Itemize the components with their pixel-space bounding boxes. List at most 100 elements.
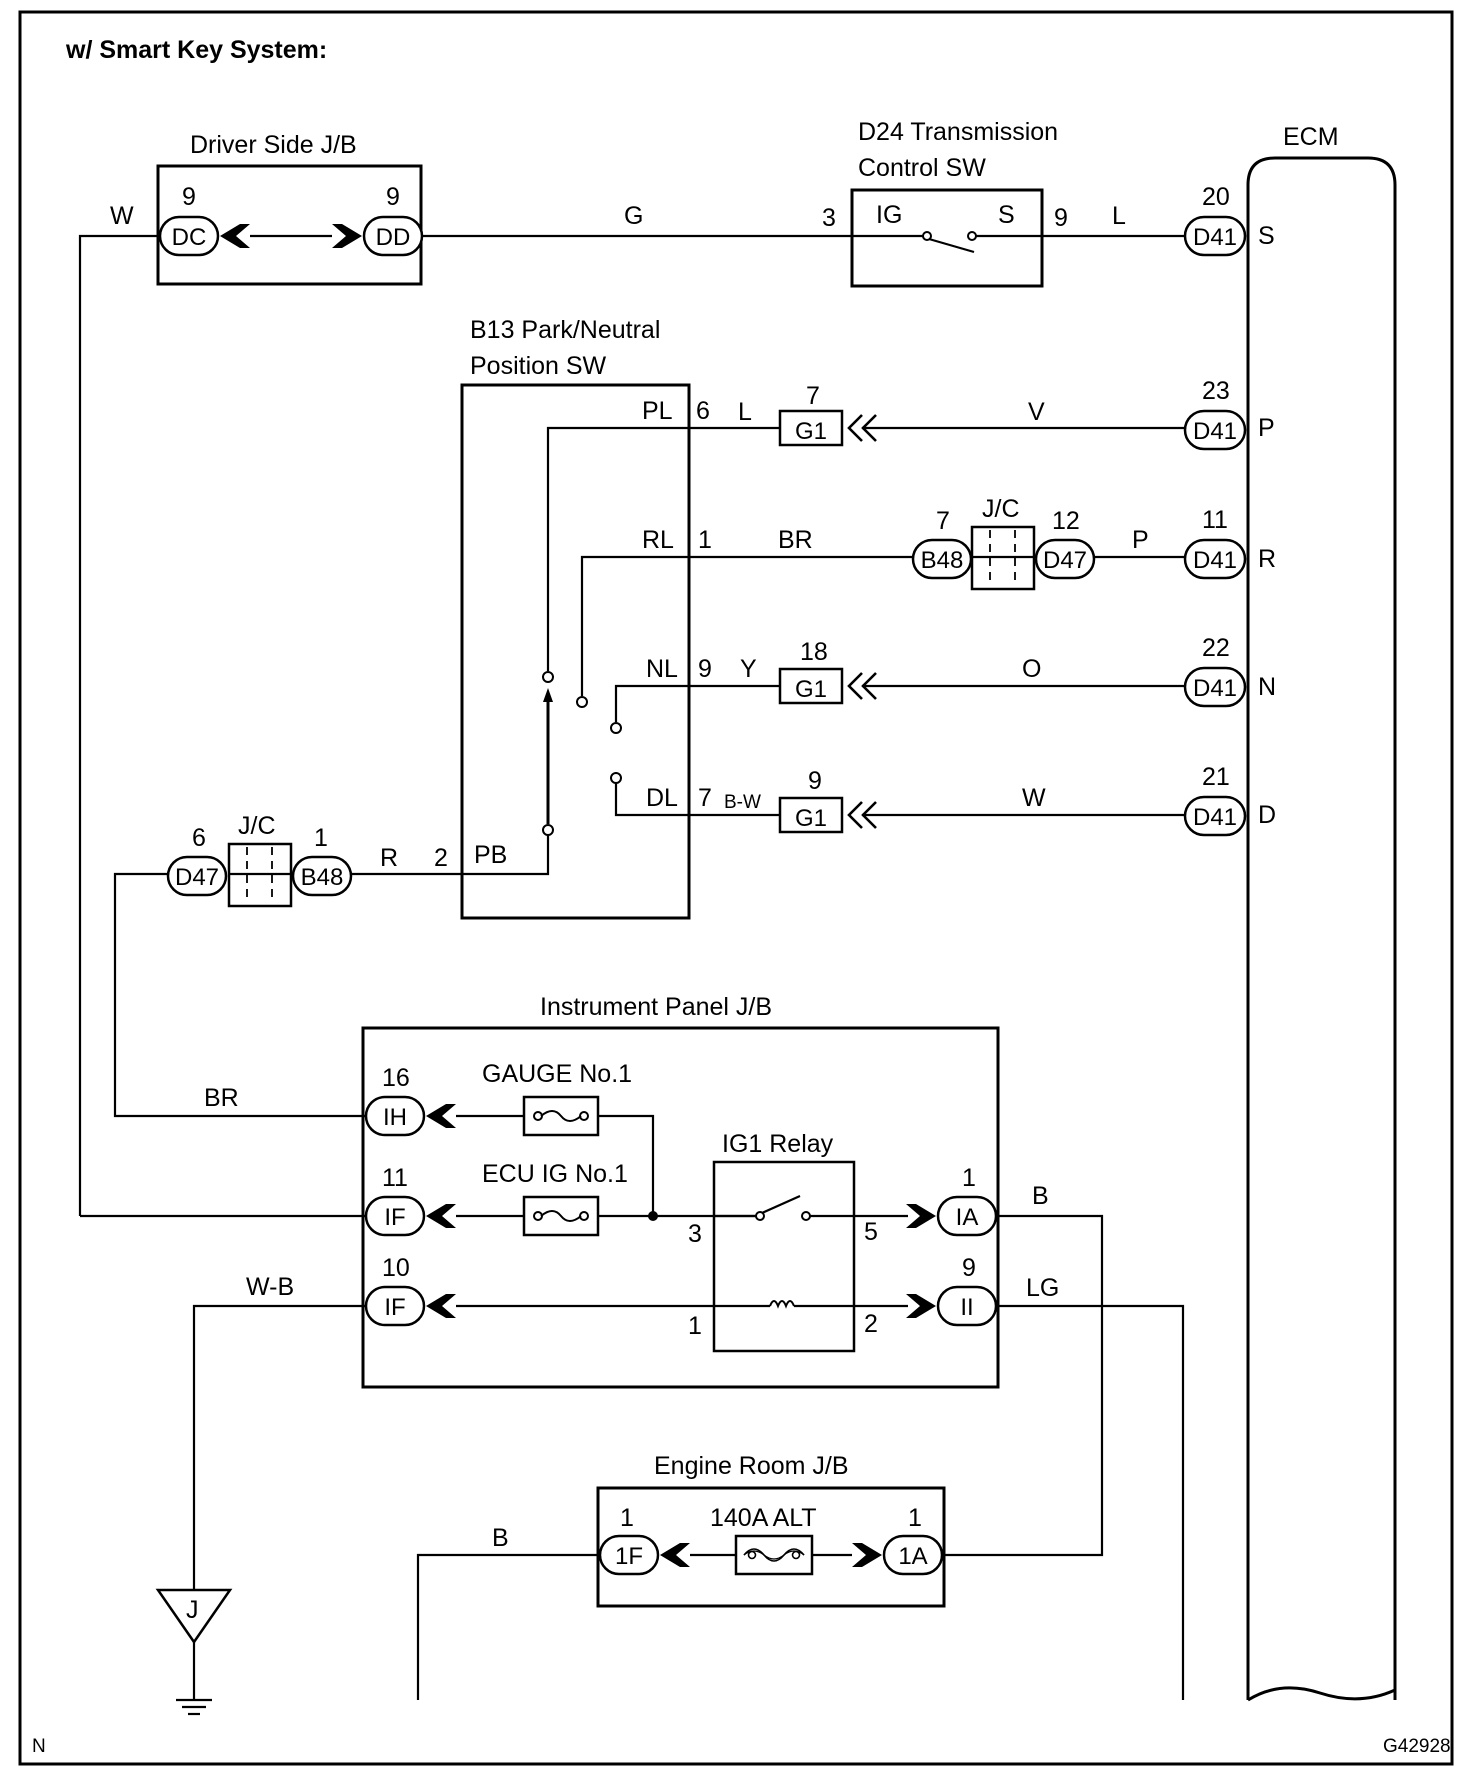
jc-top-conn-b48: B48 [921, 547, 964, 574]
driver-side-jb: Driver Side J/B 9 9 DC DD [156, 131, 424, 286]
outer-frame [18, 10, 1454, 1766]
g1-pin-7: 7 [806, 382, 820, 410]
jc-left-label: J/C [238, 812, 276, 840]
b13-label-2: Position SW [470, 352, 607, 380]
b13-term-pb: PB [474, 841, 507, 869]
ecm-terminal-s: S [1258, 222, 1275, 250]
connector-if-10: IF [384, 1294, 405, 1321]
ecm-connectors: D41 20 D41 23 D41 11 D41 22 D41 21 [1183, 183, 1247, 837]
driver-jb-pin-left: 9 [182, 183, 196, 211]
ground-point-j: J [155, 1588, 233, 1716]
fuse-gauge-no1-label: GAUGE No.1 [482, 1060, 632, 1088]
wire-label-w-d: W [1022, 784, 1046, 812]
jc-left: D47 6 J/C B48 1 [166, 812, 353, 908]
connector-d41-s: D41 [1193, 224, 1237, 251]
wire-label-g: G [624, 202, 643, 230]
b13-term-nl: NL [646, 655, 678, 683]
d24-term-ig: IG [876, 201, 902, 229]
jc-top: B48 7 J/C D47 12 [911, 495, 1096, 591]
wire-label-lg: LG [1026, 1274, 1059, 1302]
b13-term-pl: PL [642, 397, 673, 425]
ecm-pin-20: 20 [1202, 183, 1230, 211]
connector-dc: DC [172, 224, 207, 251]
figure-id: G42928 [1383, 1736, 1451, 1757]
ecm-pin-11: 11 [1202, 506, 1228, 534]
jc-top-conn-d47: D47 [1043, 547, 1087, 574]
instrument-panel-jb: Instrument Panel J/B IH 16 IF 1 1 IF 10 G… [361, 993, 1000, 1389]
d24-pin-9: 9 [1054, 204, 1068, 232]
connector-dd: DD [376, 224, 411, 251]
d24-label-2: Control SW [858, 154, 986, 182]
jc-top-label: J/C [982, 495, 1020, 523]
connector-if-11: IF [384, 1204, 405, 1231]
b13-term-dl: DL [646, 784, 678, 812]
d24-term-s: S [998, 201, 1015, 229]
fuse-140a-alt-label: 140A ALT [710, 1504, 817, 1532]
g1-connector-dl: G1 9 [778, 767, 877, 834]
relay-pin-2: 2 [864, 1310, 878, 1338]
connector-ih: IH [383, 1104, 407, 1131]
ig1-relay-label: IG1 Relay [722, 1130, 834, 1158]
wire-label-y: Y [740, 655, 757, 683]
ecm-pin-21: 21 [1202, 763, 1230, 791]
wire-label-b-er: B [492, 1524, 509, 1552]
diagram-title: w/ Smart Key System: [65, 36, 327, 64]
ground-label-j: J [186, 1596, 199, 1624]
ecm-pin-23: 23 [1202, 377, 1230, 405]
ip-pin-1: 1 [962, 1164, 976, 1192]
wire-label-r: R [380, 844, 398, 872]
g1-connector-nl: G1 18 [778, 638, 877, 705]
b13-term-rl: RL [642, 526, 674, 554]
d24-label-1: D24 Transmission [858, 118, 1058, 146]
ip-pin-16: 16 [382, 1064, 410, 1092]
wire-label-w-top: W [110, 202, 134, 230]
connector-1f: 1F [615, 1543, 643, 1570]
g1-label-pl: G1 [795, 418, 827, 445]
b13-pin-1: 1 [698, 526, 712, 554]
connector-d41-r: D41 [1193, 547, 1237, 574]
engine-room-jb: Engine Room J/B 1F 1 140A ALT 1A 1 [596, 1452, 946, 1608]
jc-top-pin-7: 7 [936, 507, 950, 535]
relay-pin-3: 3 [688, 1220, 702, 1248]
relay-pin-1: 1 [688, 1312, 702, 1340]
wire-label-o: O [1022, 655, 1041, 683]
ecm-terminal-n: N [1258, 673, 1276, 701]
driver-jb-pin-right: 9 [386, 183, 400, 211]
ip-pin-10: 10 [382, 1254, 410, 1282]
connector-1a: 1A [898, 1543, 927, 1570]
wire-label-b-ia: B [1032, 1182, 1049, 1210]
ip-jb-label: Instrument Panel J/B [540, 993, 772, 1021]
g1-label-dl: G1 [795, 805, 827, 832]
d24-pin-3: 3 [822, 204, 836, 232]
relay-pin-5: 5 [864, 1218, 878, 1246]
corner-label: N [32, 1736, 46, 1757]
jc-left-conn-b48: B48 [301, 864, 344, 891]
wire-label-br-left: BR [204, 1084, 239, 1112]
wire-label-v: V [1028, 398, 1045, 426]
b13-pin-9: 9 [698, 655, 712, 683]
ecm-pin-22: 22 [1202, 634, 1230, 662]
jc-left-pin-6: 6 [192, 824, 206, 852]
b13-pin-7: 7 [698, 784, 712, 812]
wire-label-p: P [1132, 526, 1149, 554]
er-pin-1-right: 1 [908, 1504, 922, 1532]
connector-d41-p: D41 [1193, 418, 1237, 445]
ecm-label: ECM [1283, 123, 1339, 151]
driver-jb-label: Driver Side J/B [190, 131, 357, 159]
b13-pin-6: 6 [696, 397, 710, 425]
connector-ia: IA [956, 1204, 979, 1231]
d24-transmission-control-sw: D24 Transmission Control SW IG S 3 9 [822, 118, 1068, 288]
connector-ii: II [960, 1294, 973, 1321]
g1-pin-18: 18 [800, 638, 828, 666]
connector-d41-d: D41 [1193, 804, 1237, 831]
g1-label-nl: G1 [795, 676, 827, 703]
er-jb-label: Engine Room J/B [654, 1452, 849, 1480]
ecm-terminal-r: R [1258, 545, 1276, 573]
ecm-block: ECM S P R N D [1246, 123, 1397, 1702]
wire-label-l-top: L [1112, 202, 1126, 230]
wire-label-br-rl: BR [778, 526, 813, 554]
jc-left-conn-d47: D47 [175, 864, 219, 891]
g1-pin-9: 9 [808, 767, 822, 795]
ecm-terminal-d: D [1258, 801, 1276, 829]
